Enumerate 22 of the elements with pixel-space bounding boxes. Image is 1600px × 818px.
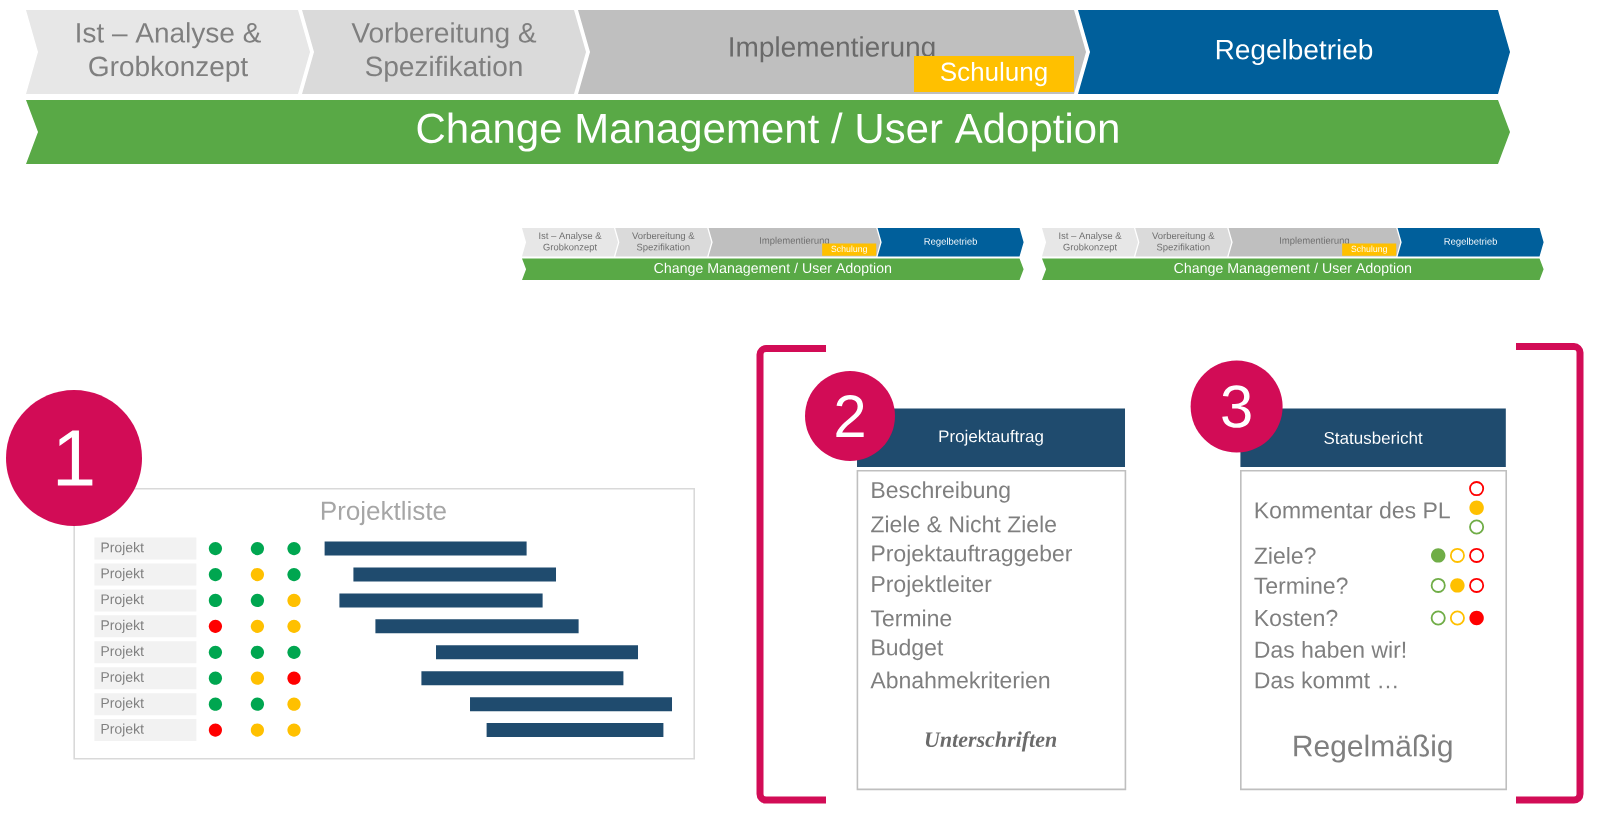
process-step: Ist – Analyse & Grobkonzept bbox=[26, 10, 310, 94]
list-item: Kommentar des PL bbox=[1255, 501, 1450, 519]
list-item: Projektauftraggeber bbox=[872, 544, 1072, 567]
list-item: Kosten? bbox=[1255, 609, 1338, 627]
arrow-band: Change Management / User Adoption bbox=[26, 100, 1510, 164]
list-item: Das kommt … bbox=[1255, 671, 1397, 689]
footer-text: Regelmäßig bbox=[1294, 734, 1452, 763]
list-item: Ziele & Nicht Ziele bbox=[871, 515, 1056, 533]
list-item: Termine bbox=[870, 609, 952, 627]
list-item: Das haben wir! bbox=[1255, 641, 1406, 658]
list-item: Termine? bbox=[1254, 577, 1348, 594]
list-item: Beschreibung bbox=[872, 481, 1010, 503]
process-step: Regelbetrieb bbox=[1078, 10, 1510, 94]
card-body bbox=[1240, 470, 1507, 791]
process-step: Vorbereitung & Spezifikation bbox=[302, 10, 586, 94]
card-body bbox=[856, 470, 1127, 791]
list-item: Abnahmekriterien bbox=[870, 671, 1050, 689]
list-item: Budget bbox=[872, 638, 944, 661]
signature-text: Unterschriften bbox=[925, 731, 1057, 752]
list-item: Projektleiter bbox=[872, 575, 992, 597]
list-item: Ziele? bbox=[1254, 547, 1316, 564]
highlight-tag: Schulung bbox=[914, 56, 1074, 92]
